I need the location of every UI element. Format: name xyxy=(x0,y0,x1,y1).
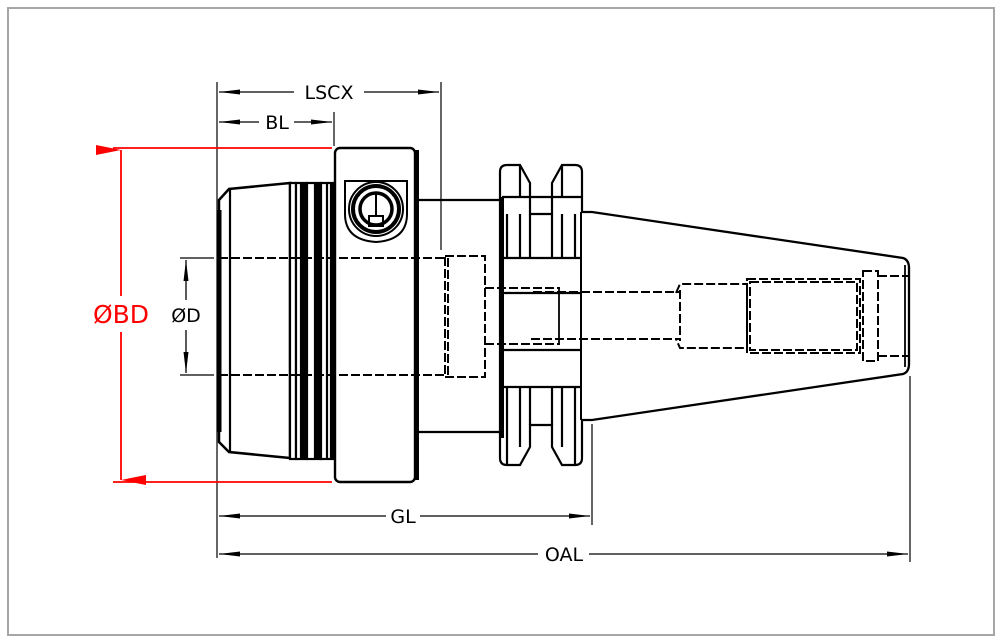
v-flange xyxy=(498,163,584,467)
body-shank xyxy=(418,198,500,434)
hidden-lines xyxy=(219,255,908,378)
dimension-label-gl: GL xyxy=(390,506,416,528)
lock-screw-icon xyxy=(344,180,408,244)
dimension-gl: GL xyxy=(219,506,590,528)
extension-lines xyxy=(180,82,911,562)
dimension-bd: ØBD xyxy=(93,145,332,485)
dimension-label-oal: OAL xyxy=(545,544,584,566)
dimension-oal: OAL xyxy=(219,544,908,566)
dimension-d: ØD xyxy=(171,260,201,373)
dimension-label-lscx: LSCX xyxy=(305,82,354,104)
dimension-lscx: LSCX xyxy=(219,82,439,104)
dimension-label-bl: BL xyxy=(265,112,289,134)
dimension-label-d: ØD xyxy=(171,305,201,327)
nut-collet-section xyxy=(216,181,337,461)
taper-shank xyxy=(582,210,911,422)
dimension-bl: BL xyxy=(219,112,332,134)
dimension-label-bd: ØBD xyxy=(93,300,149,329)
